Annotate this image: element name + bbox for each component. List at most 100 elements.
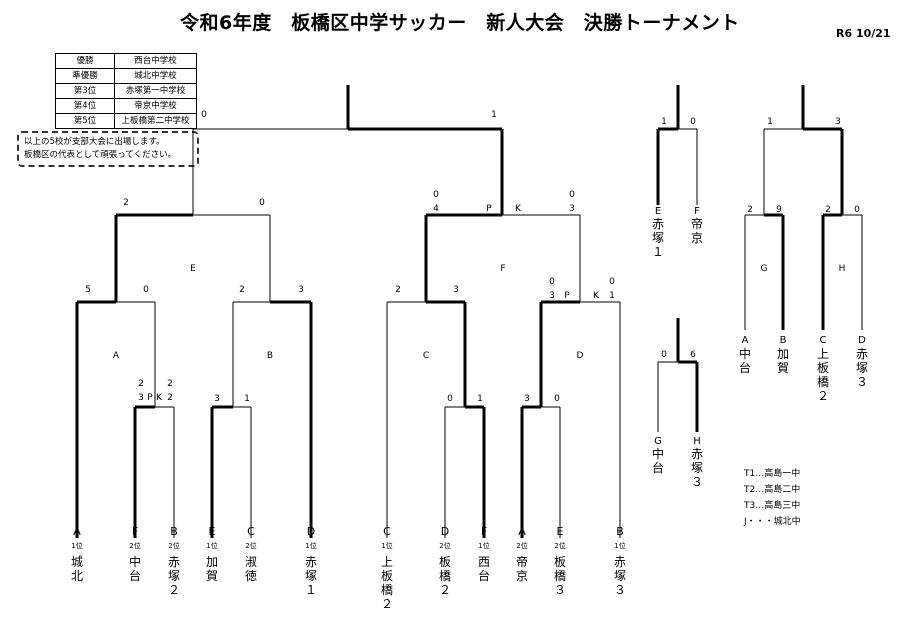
team-name-char: 城 <box>71 555 83 569</box>
team-name-char: 塚 <box>856 361 868 375</box>
team-name-char: 徳 <box>245 568 257 583</box>
team-name-char: 赤 <box>614 555 626 569</box>
team-name-char: 板 <box>439 555 451 569</box>
score-label: 2 <box>395 285 401 295</box>
team-seed: 2位 <box>245 541 256 550</box>
team-letter: F <box>694 206 700 217</box>
team-seed: 1位 <box>71 541 82 550</box>
score-label: 0 <box>609 277 615 287</box>
note-line: 板橋区の代表として頑張ってください。 <box>24 150 177 160</box>
score-label: 3 <box>835 117 841 127</box>
team-letter: F <box>132 525 138 538</box>
score-label: 3 <box>214 394 220 404</box>
score-label: 0 <box>554 394 560 404</box>
score-label: 0 <box>569 190 575 200</box>
score-label: 3 <box>453 285 459 295</box>
team-name-char: 加 <box>777 347 789 361</box>
team-letter: A <box>73 525 81 538</box>
score-label: 1 <box>477 394 483 404</box>
team-letter: G <box>654 436 662 447</box>
team-name-char: 橋 <box>439 569 451 583</box>
score-label: 9 <box>776 205 782 215</box>
team-seed: 2位 <box>168 541 179 550</box>
team-name-char: 賀 <box>777 361 789 375</box>
team-name-char: 台 <box>652 460 664 475</box>
team-name-char: 塚 <box>305 569 317 583</box>
team-name-char: 赤 <box>168 555 180 569</box>
team-name-char: ３ <box>614 583 626 597</box>
team-name-char: 中 <box>652 446 664 461</box>
team-name-char: ２ <box>817 389 829 403</box>
score-label: 6 <box>690 350 696 360</box>
score-label: 0 <box>259 198 265 208</box>
team-name-char: 塚 <box>652 231 664 245</box>
team-name-char: 橋 <box>381 583 393 597</box>
team-letter: B <box>616 525 624 538</box>
score-label: 1 <box>491 110 497 120</box>
team-seed: 1位 <box>305 541 316 550</box>
team-letter: H <box>693 436 701 447</box>
note-line: 以上の5校が支部大会に出場します。 <box>24 137 165 147</box>
legend: T1…高島一中 T2…高島二中 T3…高島三中 J・・・城北中 <box>744 466 801 530</box>
team-name-char: 赤 <box>652 217 664 231</box>
team-seed: 2位 <box>554 541 565 550</box>
score-label: 1 <box>661 117 667 127</box>
team-name-char: １ <box>305 583 317 597</box>
table-row: 第3位赤塚第一中学校 <box>55 83 197 99</box>
score-label: 1 <box>767 117 773 127</box>
score-label: P <box>147 393 153 403</box>
team-letter: A <box>518 525 526 538</box>
score-label: 0 <box>661 350 667 360</box>
team-seed: 1位 <box>478 541 489 550</box>
block-label: E <box>190 264 196 274</box>
team-letter: F <box>481 525 487 538</box>
team-name-char: ２ <box>381 597 393 611</box>
team-seed: 1位 <box>381 541 392 550</box>
team-name-char: 台 <box>478 568 490 583</box>
score-label: 3 <box>138 393 144 403</box>
team-letter: B <box>780 335 787 346</box>
score-label: 1 <box>609 291 615 301</box>
team-letter: C <box>383 525 391 538</box>
page-title: 令和6年度 板橋区中学サッカー 新人大会 決勝トーナメント <box>180 12 740 34</box>
score-label: 0 <box>690 117 696 127</box>
score-label: P <box>564 291 570 301</box>
score-label: 0 <box>447 394 453 404</box>
block-label: F <box>500 264 505 274</box>
team-name-char: ２ <box>168 583 180 597</box>
score-label: K <box>593 291 600 301</box>
block-label: A <box>113 351 120 361</box>
score-label: 2 <box>239 285 245 295</box>
team-name-char: 賀 <box>206 569 218 583</box>
rank-cell: 第5位 <box>55 113 115 129</box>
score-label: 3 <box>549 291 555 301</box>
team-name-char: ３ <box>691 475 703 489</box>
team-name-char: 加 <box>206 555 218 569</box>
team-name-char: 上 <box>381 555 393 569</box>
team-letter: A <box>742 335 749 346</box>
team-seed: 1位 <box>206 541 217 550</box>
score-label: 0 <box>549 277 555 287</box>
school-cell: 上板橋第二中学校 <box>114 113 197 129</box>
score-label: 2 <box>138 379 144 389</box>
team-name-char: 中 <box>739 346 751 361</box>
team-name-char: ３ <box>856 375 868 389</box>
team-name-char: １ <box>652 245 664 259</box>
team-name-char: 赤 <box>305 555 317 569</box>
team-name-char: 京 <box>516 569 528 583</box>
score-label: K <box>515 204 522 214</box>
block-label: C <box>423 351 429 361</box>
team-seed: 2位 <box>516 541 527 550</box>
qualification-note: 以上の5校が支部大会に出場します。 板橋区の代表として頑張ってください。 <box>17 131 199 167</box>
team-name-char: 北 <box>71 569 83 583</box>
score-label: K <box>156 393 163 403</box>
score-label: 0 <box>201 110 207 120</box>
team-seed: 2位 <box>129 541 140 550</box>
team-name-char: 板 <box>554 555 566 569</box>
table-row: 準優勝城北中学校 <box>55 68 197 84</box>
score-label: 0 <box>854 205 860 215</box>
block-label: D <box>577 351 584 361</box>
score-label: 2 <box>747 205 753 215</box>
team-name-char: 塚 <box>614 569 626 583</box>
